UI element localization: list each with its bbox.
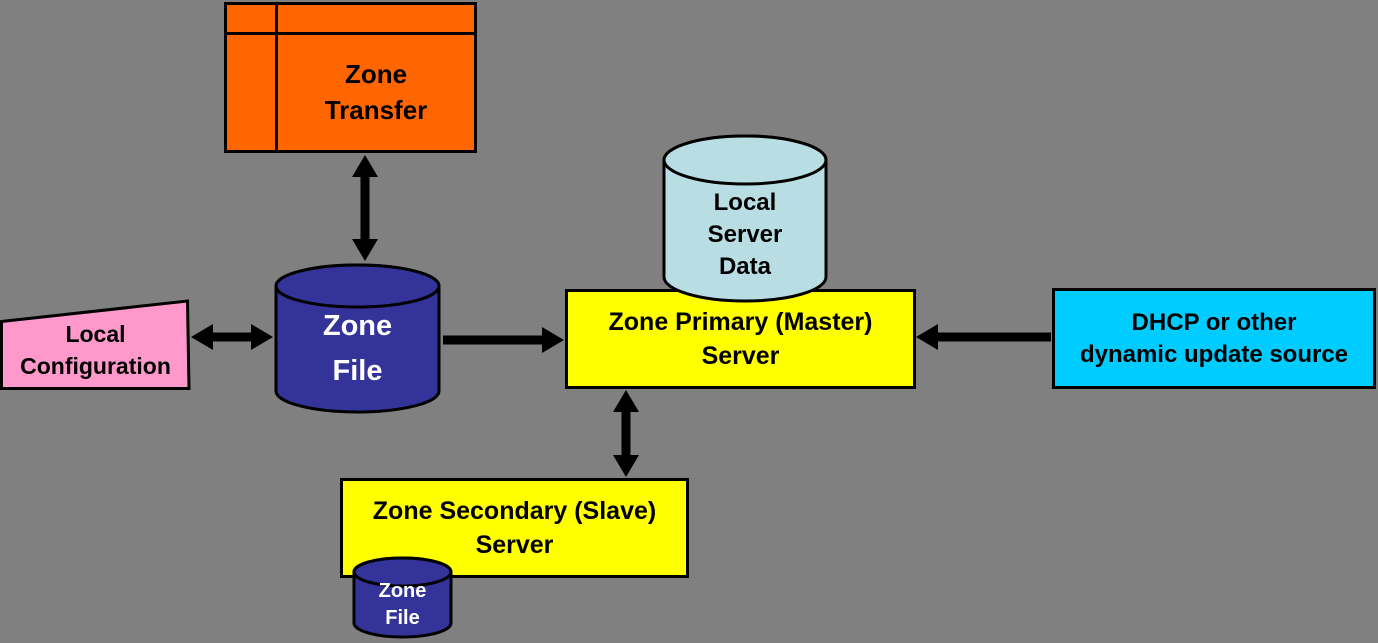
zone-transfer-label: Zone Transfer bbox=[324, 59, 428, 125]
internal-storage-horizontal-divider bbox=[227, 32, 474, 35]
connector-dhcp-primary-server bbox=[916, 324, 1051, 350]
local-server-data-shape bbox=[662, 134, 828, 303]
zone-transfer-node: Zone Transfer bbox=[224, 2, 477, 153]
zone-file-secondary-shape bbox=[352, 556, 453, 639]
zone-file-main-node: Zone File bbox=[274, 263, 441, 414]
connector-local-config-zone-file bbox=[191, 324, 273, 350]
connector-primary-secondary-server bbox=[613, 390, 639, 477]
dhcp-source-node: DHCP or other dynamic update source bbox=[1052, 288, 1376, 389]
local-configuration-shape bbox=[0, 299, 191, 390]
connector-zone-transfer-zone-file bbox=[352, 155, 378, 261]
zone-file-main-shape bbox=[274, 263, 441, 414]
local-configuration-node: Local Configuration bbox=[0, 299, 191, 392]
connector-zone-file-primary-server bbox=[443, 327, 564, 353]
local-server-data-node: Local Server Data bbox=[662, 134, 828, 303]
internal-storage-vertical-divider bbox=[275, 5, 278, 150]
zone-file-secondary-node: Zone File bbox=[352, 556, 453, 639]
primary-server-node: Zone Primary (Master) Server bbox=[565, 289, 916, 389]
